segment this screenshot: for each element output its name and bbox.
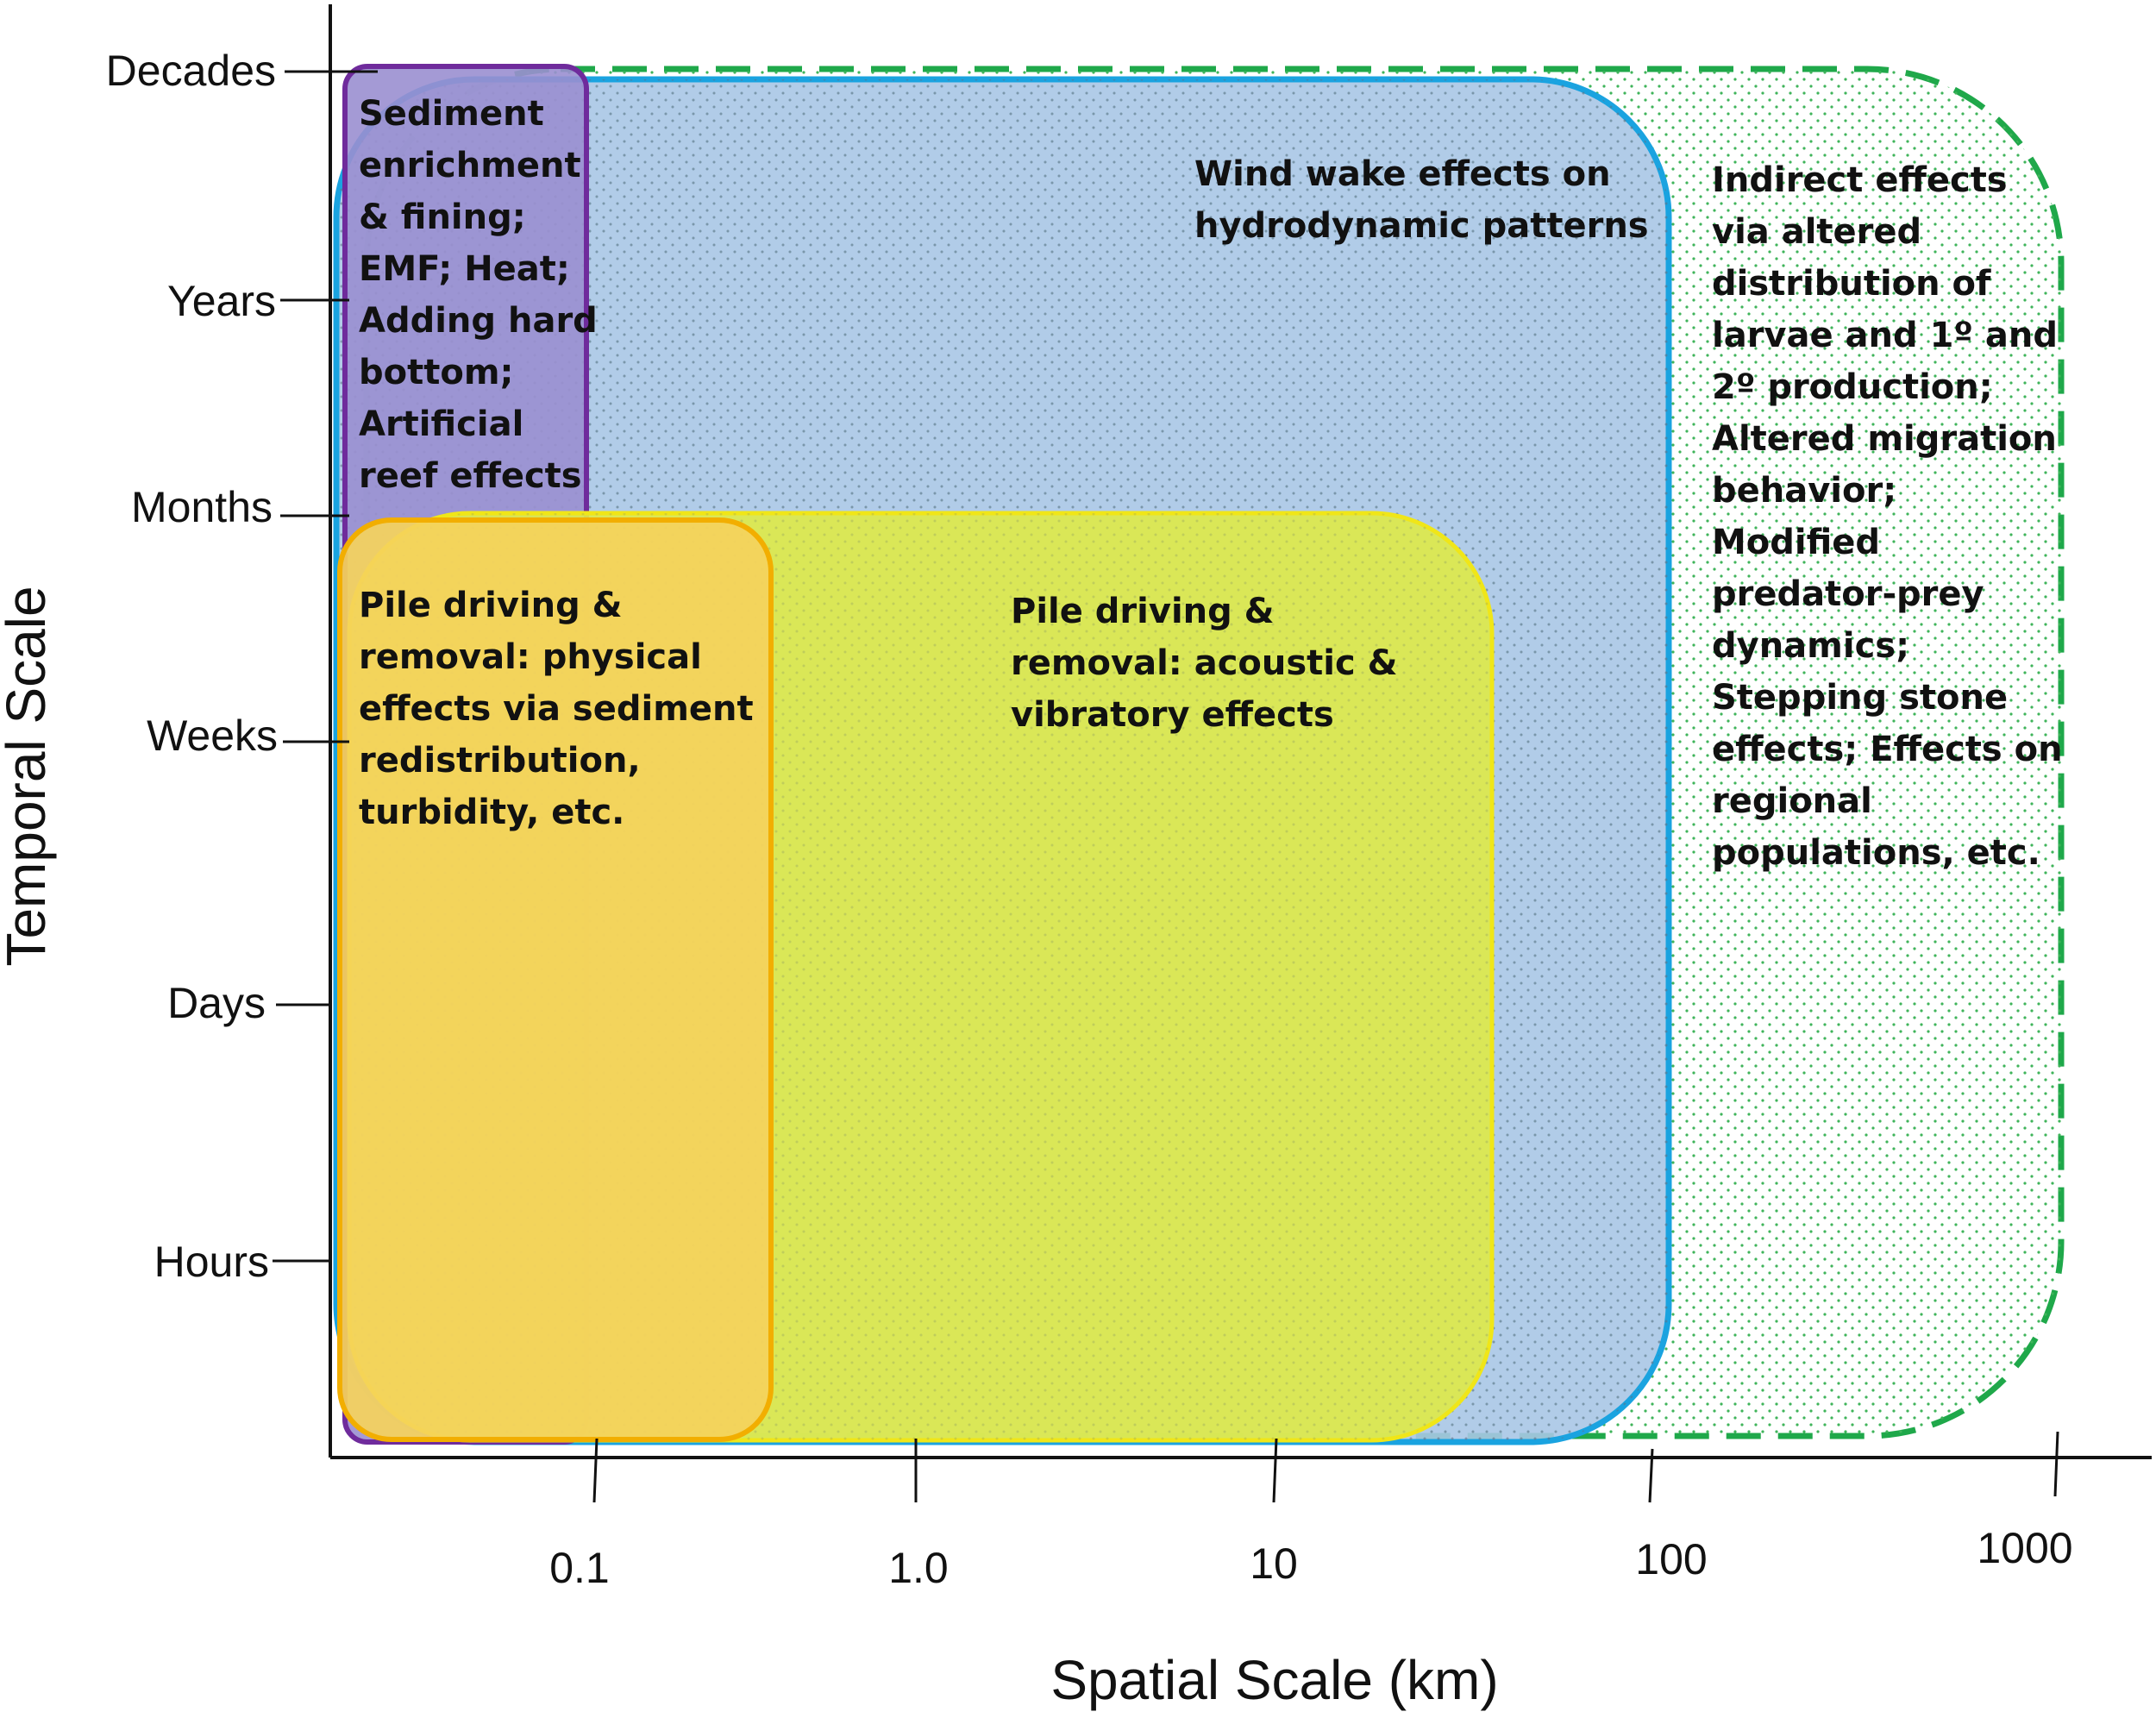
y-axis-title: Temporal Scale xyxy=(0,586,57,966)
y-tick-years: Years xyxy=(167,277,276,325)
x-tick-1000: 1000 xyxy=(1977,1524,2072,1572)
indirect-effects-label: Indirect effects via altered distributio… xyxy=(1712,160,2075,873)
sediment-label: Sediment enrichment & fining; EMF; Heat;… xyxy=(359,94,610,496)
x-tick-0-1: 0.1 xyxy=(549,1544,610,1592)
y-tick-days: Days xyxy=(167,979,266,1027)
y-tick-marks xyxy=(273,70,378,1263)
y-tick-weeks: Weeks xyxy=(147,712,278,760)
wind-wake-label: Wind wake effects on hydrodynamic patter… xyxy=(1194,154,1649,246)
y-tick-decades: Decades xyxy=(106,47,276,95)
y-tick-months: Months xyxy=(131,483,273,531)
pile-physical-region xyxy=(340,520,771,1439)
x-axis-title: Spatial Scale (km) xyxy=(1050,1649,1498,1711)
y-tick-hours: Hours xyxy=(154,1238,269,1286)
pile-acoustic-label: Pile driving & removal: acoustic & vibra… xyxy=(1011,592,1409,735)
pile-physical-border xyxy=(337,517,774,1442)
x-tick-1-0: 1.0 xyxy=(888,1544,949,1592)
x-tick-100: 100 xyxy=(1635,1535,1707,1583)
x-tick-10: 10 xyxy=(1250,1539,1298,1588)
pile-physical-label: Pile driving & removal: physical effects… xyxy=(359,586,766,832)
x-tick-marks xyxy=(592,1431,2059,1503)
